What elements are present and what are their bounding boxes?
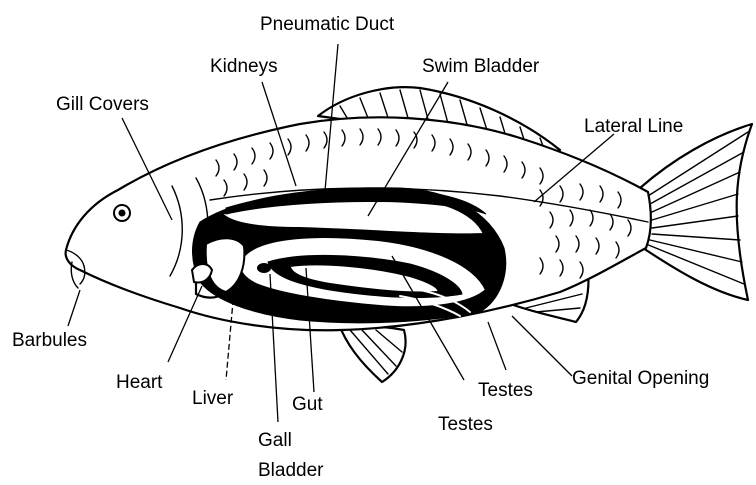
- label-heart: Heart: [116, 372, 163, 393]
- label-barbules: Barbules: [12, 330, 87, 351]
- gall-bladder-organ: [257, 263, 271, 273]
- label-liver: Liver: [192, 388, 234, 409]
- label-gill-covers: Gill Covers: [56, 94, 149, 115]
- label-testes-lower: Testes: [438, 414, 493, 435]
- pelvic-fin: [338, 322, 406, 382]
- leader-barbules: [68, 290, 80, 326]
- label-genital-opening: Genital Opening: [572, 368, 709, 389]
- label-testes-upper: Testes: [478, 380, 533, 401]
- leader-testes-2: [488, 322, 506, 370]
- label-kidneys: Kidneys: [210, 56, 278, 77]
- tail-fin: [640, 124, 752, 300]
- label-swim-bladder: Swim Bladder: [422, 56, 540, 77]
- leader-genital-opening: [512, 316, 572, 376]
- label-gall-bladder-line2: Bladder: [258, 460, 324, 481]
- label-gut: Gut: [292, 394, 323, 415]
- label-gall-bladder-line1: Gall: [258, 430, 292, 451]
- label-lateral-line: Lateral Line: [584, 116, 683, 137]
- label-pneumatic-duct: Pneumatic Duct: [260, 14, 395, 35]
